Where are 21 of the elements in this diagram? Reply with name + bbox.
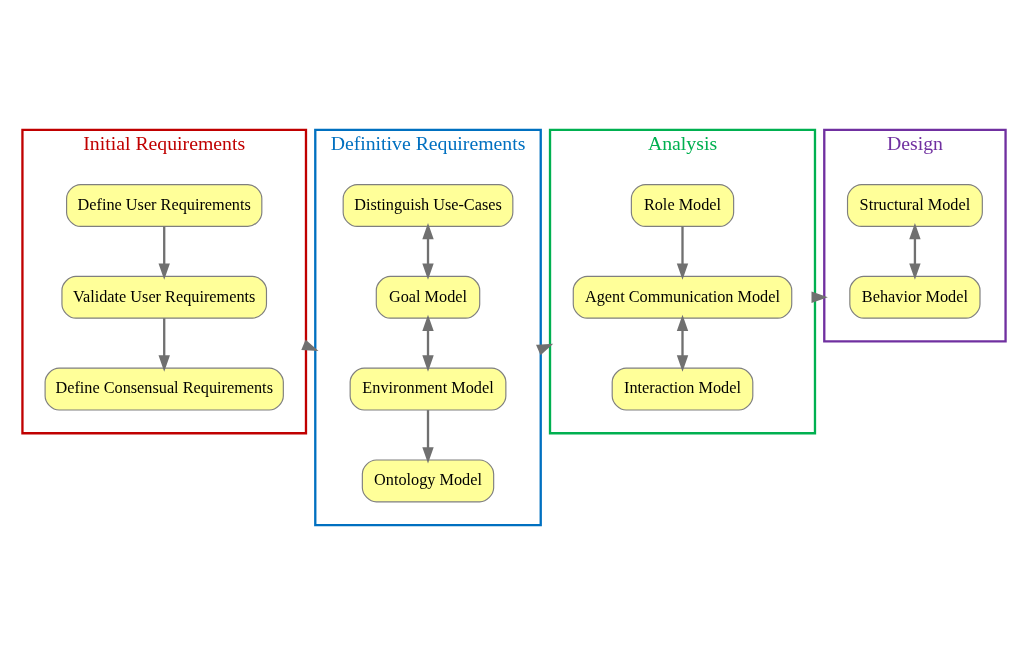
- arrow: [422, 222, 434, 280]
- node-box: Structural Model: [846, 183, 983, 227]
- node-box: Distinguish Use-Cases: [342, 183, 514, 227]
- arrow: [158, 317, 170, 372]
- node-box: Behavior Model: [849, 275, 981, 319]
- node-box: Agent Communication Model: [572, 275, 793, 319]
- node-box: Define User Requirements: [66, 183, 263, 227]
- node-box: Validate User Requirements: [61, 275, 268, 319]
- arrow: [909, 222, 921, 280]
- arrow: [422, 409, 434, 463]
- node-box: Interaction Model: [611, 367, 754, 411]
- arrow: [676, 314, 689, 372]
- node-box: Environment Model: [349, 367, 507, 411]
- node-box: Role Model: [630, 183, 735, 227]
- arrow: [676, 226, 689, 280]
- arrow: [811, 291, 828, 303]
- arrow: [158, 226, 170, 280]
- node-box: Goal Model: [375, 275, 481, 319]
- arrow: [422, 314, 434, 372]
- node-box: Define Consensual Requirements: [44, 367, 284, 411]
- node-box: Ontology Model: [361, 458, 495, 502]
